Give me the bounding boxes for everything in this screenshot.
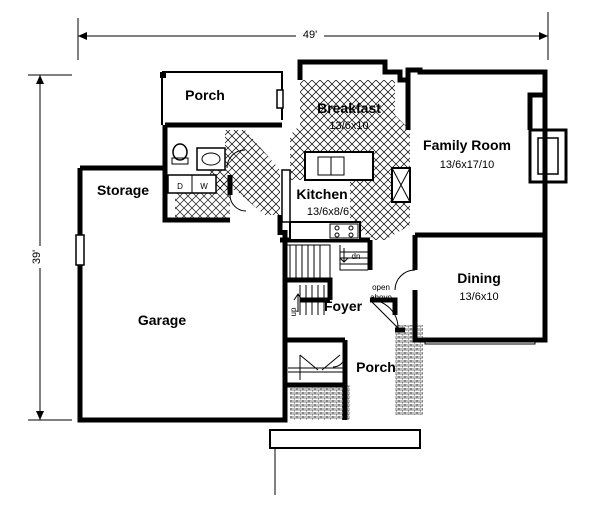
stair-down-label: dn [352,252,361,261]
width-label: 49' [303,29,317,41]
stair-up-label: up [289,307,298,316]
breakfast-label: Breakfast [317,100,381,116]
room-labels: Porch Breakfast 13/6x10 Family Room 13/6… [97,87,511,375]
rear-porch-label: Porch [185,87,225,103]
depth-dimension: 39' [28,74,72,421]
depth-label: 39' [31,250,43,264]
front-porch-label: Porch [356,359,396,375]
foyer-label: Foyer [324,298,363,314]
family-room-label: Family Room [423,137,511,153]
dryer-label: D [177,182,183,191]
garage-label: Garage [138,312,186,328]
fireplace [527,92,568,184]
storage-label: Storage [97,182,149,198]
kitchen-size: 13/6x8/6 [307,206,349,218]
dining-size: 13/6x10 [459,291,498,303]
kitchen-fixtures [281,151,411,241]
family-room-size: 13/6x17/10 [440,159,494,171]
stairs: dn up [284,244,368,316]
misc-details [75,59,536,495]
dining-label: Dining [457,270,501,286]
open-above-label-2: above [370,293,392,302]
open-above-label-1: open [372,283,390,292]
laundry: D W [167,143,226,194]
breakfast-size: 13/6x10 [329,120,368,132]
exterior-walls [77,59,548,449]
interior-walls [227,80,545,385]
washer-label: W [200,182,208,191]
porch-brick [290,325,423,420]
width-dimension: 49' [77,12,549,60]
kitchen-label: Kitchen [296,186,347,202]
